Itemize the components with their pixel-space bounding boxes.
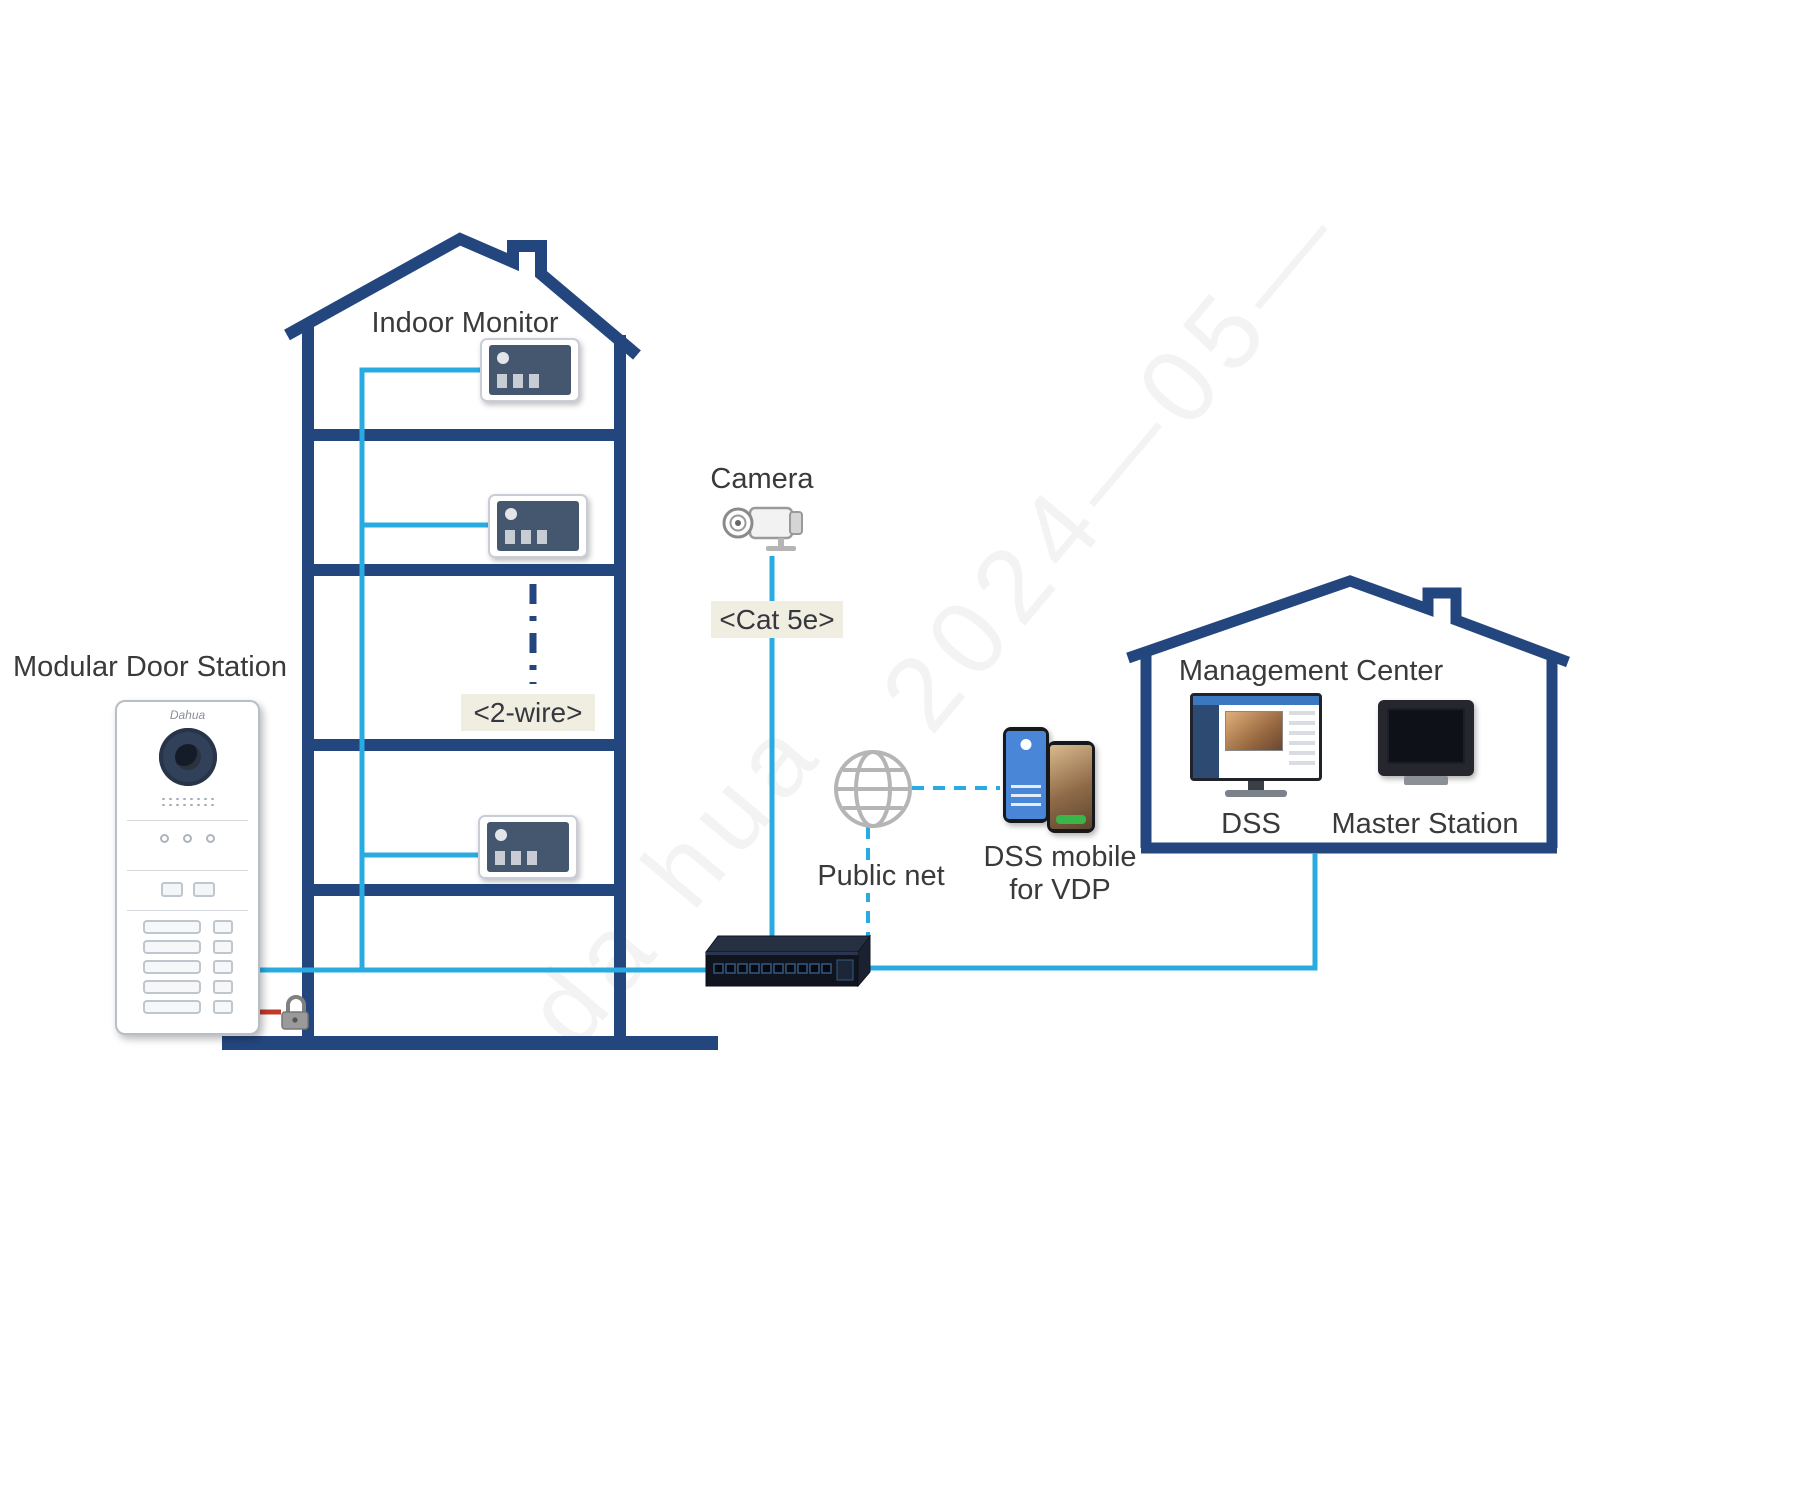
dss-ui-text-lines [1289,711,1315,767]
public-net-dashed-links [866,786,1000,936]
dss-ui-header [1193,696,1319,705]
management-house-roof [1126,575,1570,668]
call-button [160,882,183,897]
two-wire-cables [256,367,708,973]
dss-ui-sidebar [1193,705,1219,778]
dss-video-thumbnail [1225,711,1283,751]
modular-door-station-label: Modular Door Station [12,651,288,683]
indoor-monitor-label: Indoor Monitor [371,307,559,339]
indicator-dot [206,834,215,843]
switch-to-management-cable [864,853,1318,971]
button-row [142,960,233,974]
door-station-button-grid [117,920,258,1014]
button-row [142,1000,233,1014]
phone-app-screen [1006,731,1046,819]
cat5e-cable-tag: <Cat 5e> [711,601,843,638]
door-station-divider [127,820,248,821]
door-station-divider [127,910,248,911]
camera-label: Camera [710,463,814,495]
two-wire-cable-tag: <2-wire> [461,694,595,731]
master-station-label: Master Station [1331,808,1519,840]
door-station-speaker-grille [159,796,216,808]
management-house-outline [1126,575,1570,854]
monitor-stand-neck [1248,781,1264,790]
call-button [192,882,215,897]
public-net-label: Public net [806,860,956,894]
dss-monitor-screen [1190,693,1322,781]
dss-mobile-label: DSS mobile for VDP [983,841,1137,907]
indoor-monitor-screen [497,501,579,551]
indoor-monitor-device-3 [478,815,578,879]
indoor-monitor-device-1 [480,338,580,402]
indoor-monitor-screen [489,345,571,395]
button-row [142,980,233,994]
indicator-dot [183,834,192,843]
button-row [142,940,233,954]
indoor-monitor-screen [487,822,569,872]
indicator-dot [160,834,169,843]
monitor-stand-base [1225,790,1287,797]
button-row [142,920,233,934]
dss-workstation [1190,693,1322,797]
master-station-base [1404,776,1448,785]
building-outline [284,232,641,1043]
phone-video-call-screen [1050,745,1092,829]
bullet-camera-icon [722,506,803,551]
door-station-call-buttons [117,882,258,897]
building-floor-lines [308,429,620,896]
switch-ports [713,963,832,974]
dss-mobile-phone-call [1047,741,1095,833]
dss-mobile-phone-app [1003,727,1049,823]
master-station-screen [1387,708,1465,764]
building-walls [302,324,626,1043]
building-roof [284,232,641,360]
padlock-icon [281,995,309,1030]
modular-door-station-device: Dahua [115,700,260,1035]
door-station-divider [127,870,248,871]
door-station-logo: Dahua [169,708,206,722]
dss-label: DSS [1221,808,1281,840]
door-station-indicator-icons [117,834,258,843]
management-house-walls [1140,649,1558,854]
indoor-monitor-device-2 [488,494,588,558]
globe-icon [834,750,912,828]
master-station-device [1378,700,1474,785]
network-switch-device [705,934,871,988]
management-center-label: Management Center [1178,655,1444,687]
door-station-camera-lens [158,728,217,786]
